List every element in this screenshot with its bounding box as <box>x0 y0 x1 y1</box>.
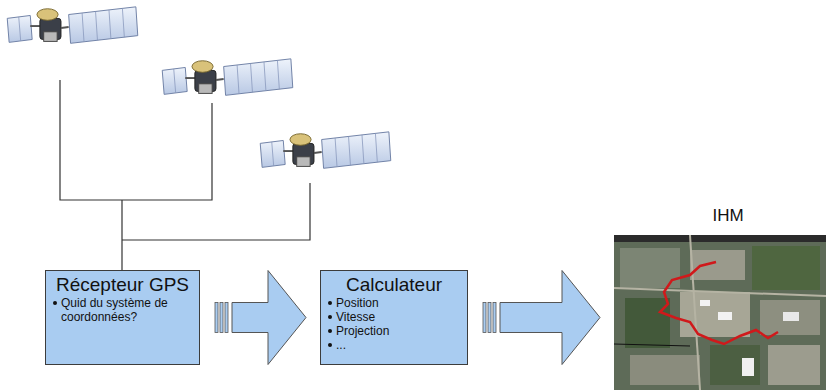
receiver-box: Récepteur GPSQuid du système de coordonn… <box>45 270 200 365</box>
satellite <box>7 7 138 43</box>
hmi-screen: IHM <box>614 206 826 390</box>
bullet-item: Position <box>327 296 461 310</box>
box-title: Récepteur GPS <box>52 274 193 296</box>
bullet-text: Vitesse <box>336 310 375 324</box>
bullet-item: Vitesse <box>327 310 461 324</box>
map-image <box>614 235 826 390</box>
bullet-dot <box>328 301 332 305</box>
box-title: Calculateur <box>327 274 461 296</box>
bullet-item: Quid du système de coordonnées? <box>52 296 193 324</box>
bullet-dot <box>328 315 332 319</box>
bullet-text: Projection <box>336 324 389 338</box>
block-arrow <box>215 271 306 365</box>
block-arrow <box>483 271 600 365</box>
bullet-text: Quid du système de coordonnées? <box>61 296 168 324</box>
bullet-dot <box>328 343 332 347</box>
bullet-dot <box>328 329 332 333</box>
arrow-shape <box>500 271 600 365</box>
bullet-item: Projection <box>327 324 461 338</box>
bullet-text: Position <box>336 296 379 310</box>
bullet-dot <box>53 301 57 305</box>
satellite <box>162 59 293 95</box>
arrow-shape <box>232 271 306 365</box>
satellite <box>260 132 391 168</box>
bullet-item: ... <box>327 338 461 352</box>
signal-lines <box>60 80 310 270</box>
box-title: IHM <box>614 206 826 226</box>
computer-box: CalculateurPositionVitesseProjection... <box>320 270 468 365</box>
bullet-text: ... <box>336 338 346 352</box>
